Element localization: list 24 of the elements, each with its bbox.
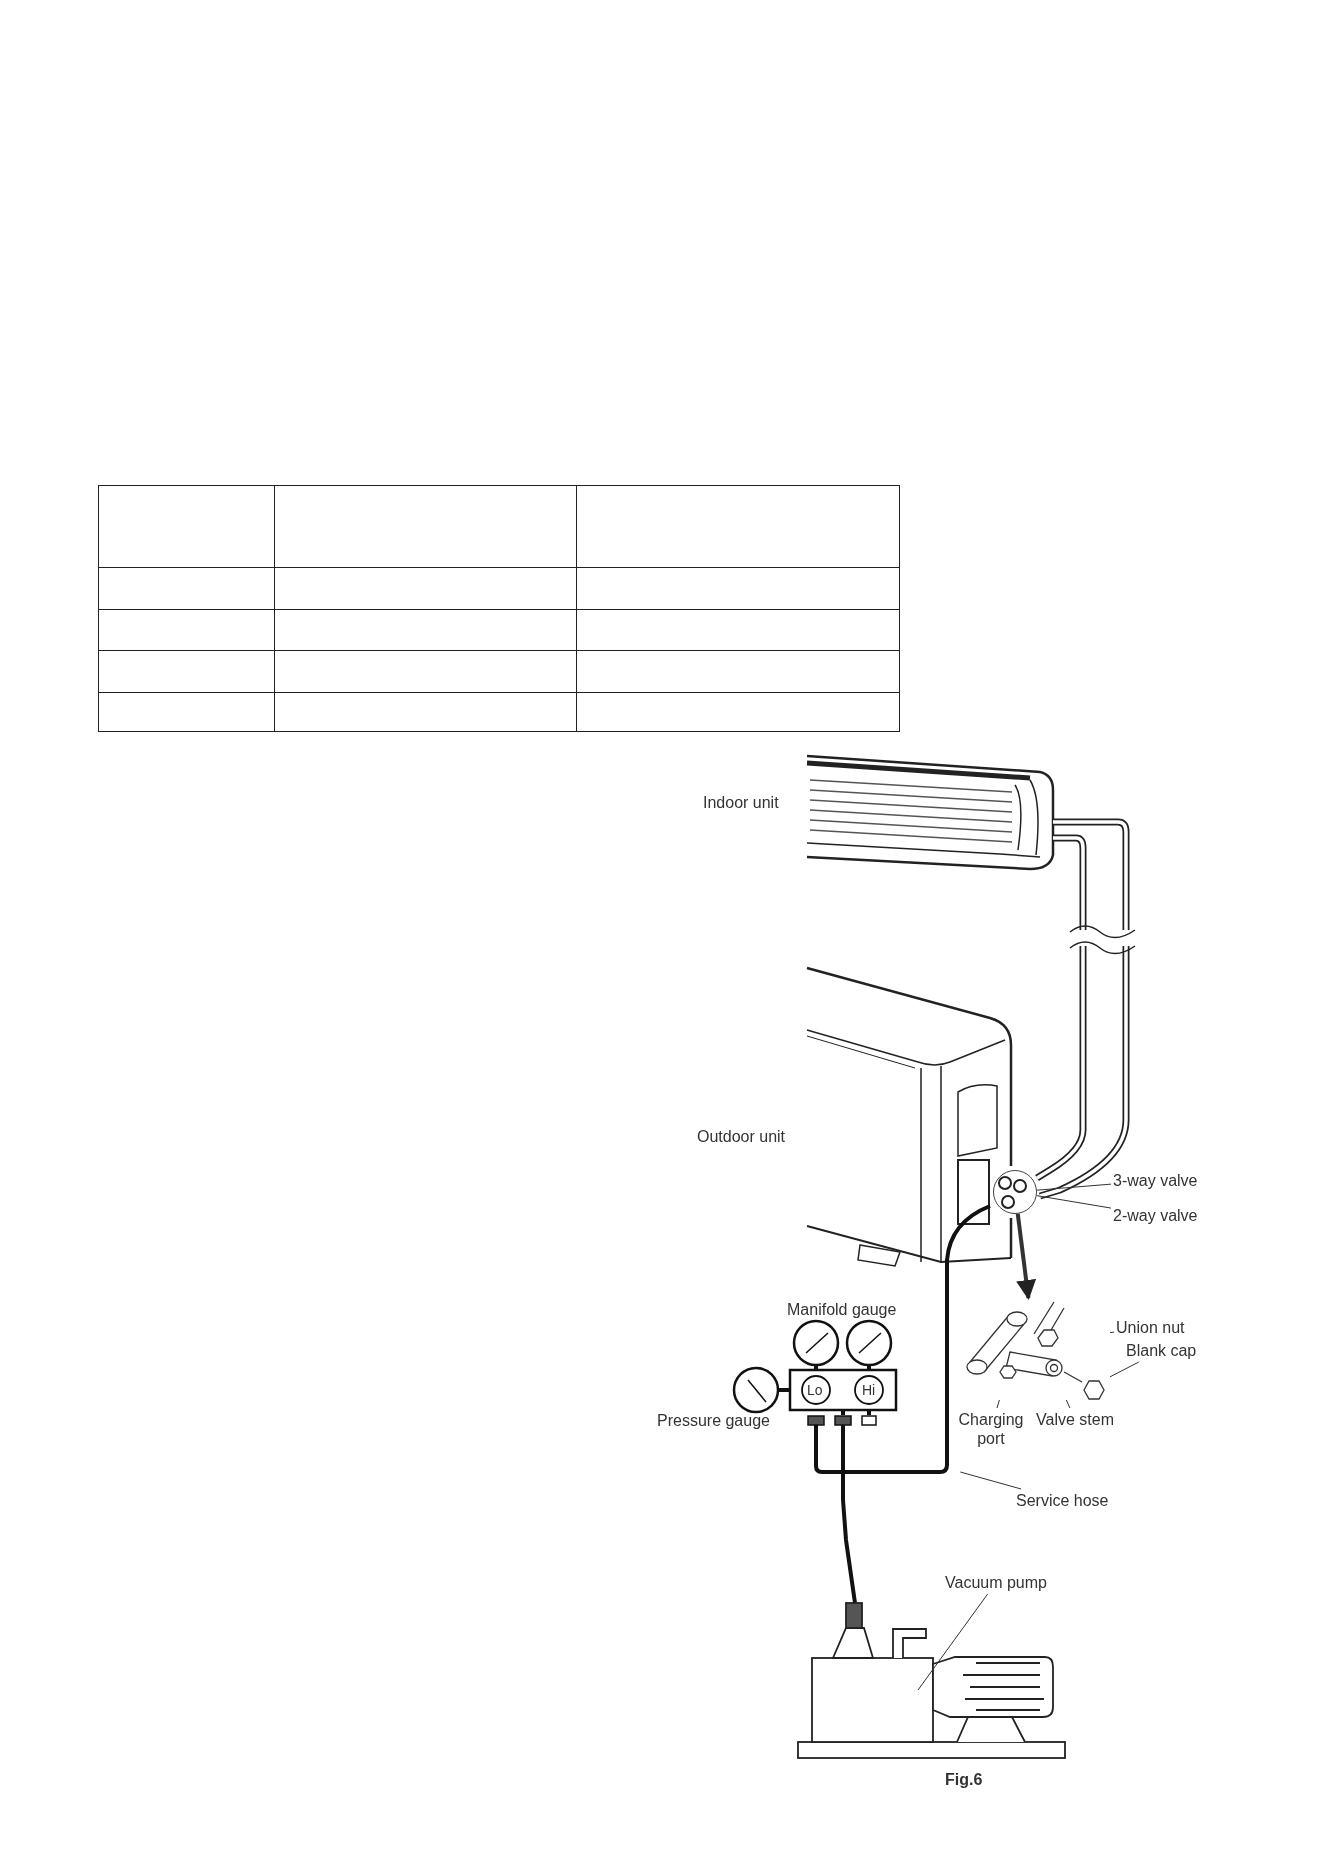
- part-label: Pressure gauge: [657, 1411, 770, 1430]
- callout-label: Valve stem: [1036, 1410, 1114, 1429]
- callout-label: Vacuum pump: [945, 1573, 1047, 1592]
- callout-label: 3-way valve: [1113, 1171, 1198, 1190]
- gauge-label: Hi: [862, 1381, 876, 1400]
- gauge-label: Lo: [807, 1381, 823, 1400]
- leader-line: [1109, 1361, 1140, 1378]
- part-label: Indoor unit: [703, 793, 779, 812]
- leader-line: [917, 1593, 989, 1691]
- leader-line: [1109, 1331, 1115, 1334]
- callout-label: Union nut: [1116, 1318, 1185, 1337]
- leader-line: [1036, 1195, 1112, 1209]
- figure-caption: Fig.6: [945, 1770, 983, 1789]
- arrow: [1015, 1213, 1037, 1300]
- leader-line: [959, 1471, 1022, 1490]
- callout-label: 2-way valve: [1113, 1206, 1198, 1225]
- part-label: Outdoor unit: [697, 1127, 786, 1146]
- callout-label: Charging port: [953, 1410, 1029, 1448]
- leader-line: [1065, 1399, 1071, 1409]
- callout-label: Service hose: [1016, 1491, 1109, 1510]
- part-label: Manifold gauge: [787, 1300, 897, 1319]
- leader-line: [1036, 1183, 1112, 1191]
- leader-line: [996, 1399, 1000, 1409]
- callout-label: Blank cap: [1126, 1341, 1197, 1360]
